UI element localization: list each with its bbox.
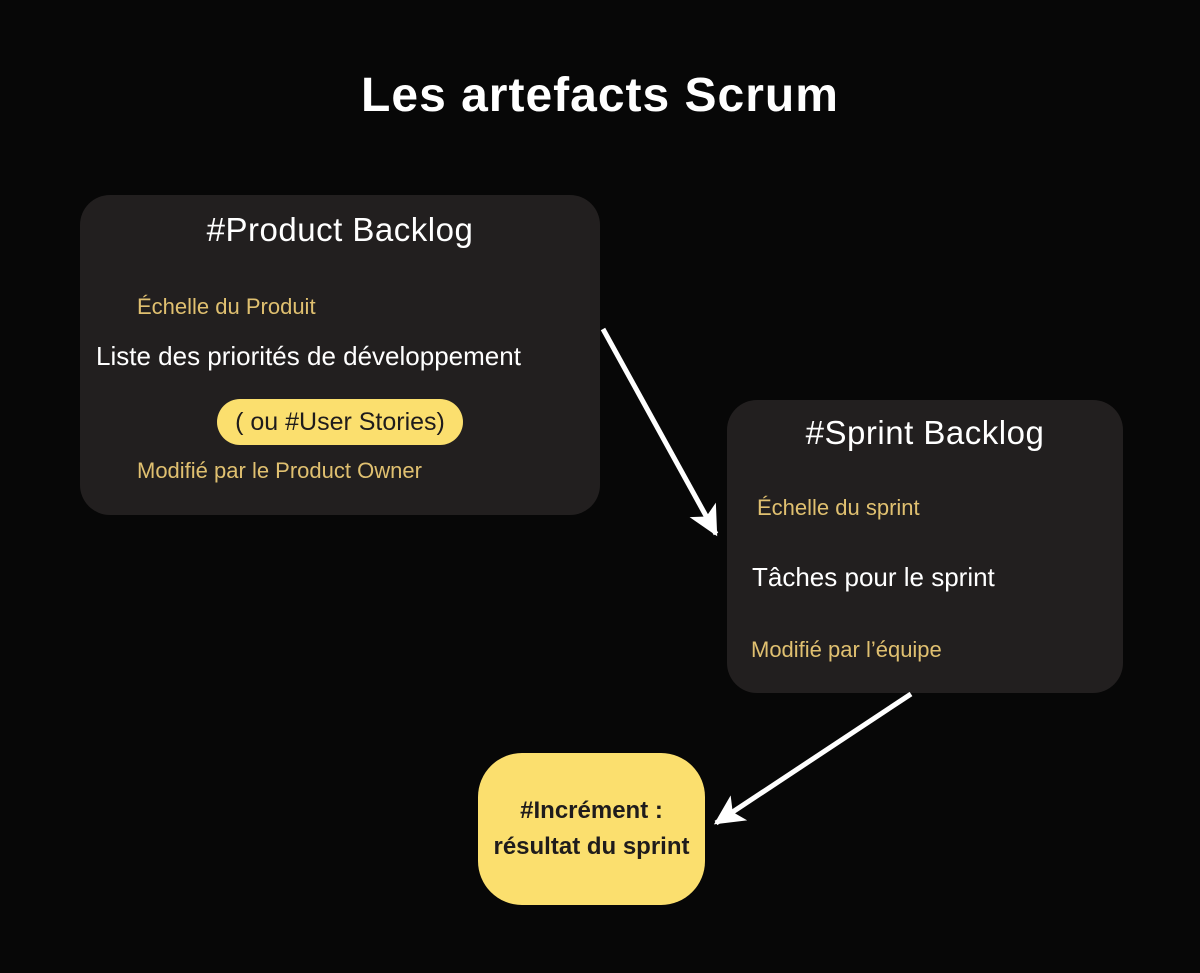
increment-node: #Incrément : résultat du sprint (478, 753, 705, 905)
sprint-backlog-title: #Sprint Backlog (805, 414, 1045, 451)
product-backlog-modified-by: Modifié par le Product Owner (137, 458, 422, 483)
increment-line2: résultat du sprint (493, 833, 690, 860)
sprint-backlog-scale-label: Échelle du sprint (757, 495, 920, 520)
product-backlog-title: #Product Backlog (206, 211, 474, 248)
user-stories-pill-label: ( ou #User Stories) (235, 407, 445, 436)
product-backlog-description: Liste des priorités de développement (96, 341, 521, 371)
user-stories-pill: ( ou #User Stories) (217, 399, 463, 445)
sprint-backlog-description: Tâches pour le sprint (752, 562, 995, 592)
arrow-product-to-sprint (600, 327, 719, 537)
sprint-backlog-card: #Sprint Backlog Échelle du sprint Tâches… (727, 400, 1123, 693)
product-backlog-scale-label: Échelle du Produit (137, 294, 316, 319)
page-title: Les artefacts Scrum (361, 69, 839, 122)
product-backlog-card: #Product Backlog Échelle du Produit List… (80, 195, 600, 515)
increment-line1: #Incrément : (520, 797, 663, 824)
sprint-backlog-modified-by: Modifié par l’équipe (751, 637, 942, 662)
arrow-sprint-to-increment (713, 691, 913, 826)
